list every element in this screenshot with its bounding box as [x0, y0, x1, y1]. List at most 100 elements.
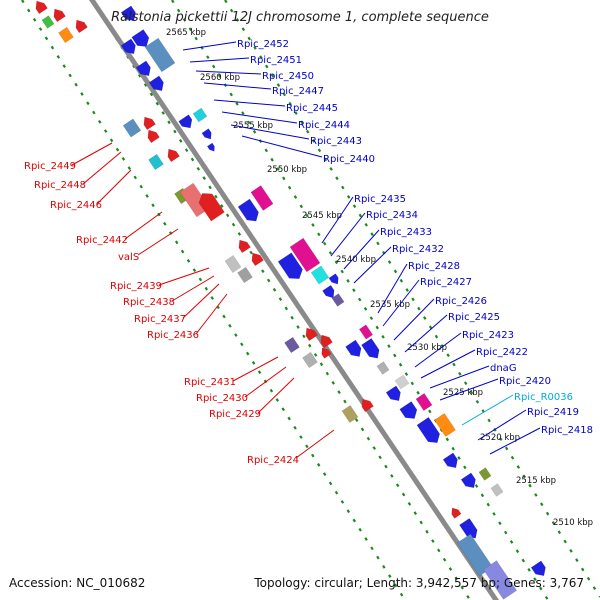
forward-gene[interactable] — [345, 339, 365, 360]
reverse-gene[interactable] — [141, 114, 156, 131]
reverse-gene[interactable] — [33, 0, 48, 15]
reverse-gene[interactable] — [41, 15, 55, 29]
connector-line — [429, 365, 490, 389]
gene-label[interactable]: Rpic_2449 — [24, 161, 76, 172]
forward-gene[interactable] — [144, 37, 176, 73]
forward-gene[interactable] — [206, 142, 216, 153]
reverse-gene[interactable] — [303, 325, 318, 342]
reverse-gene[interactable] — [165, 146, 180, 163]
gene-label[interactable]: Rpic_2438 — [123, 297, 175, 308]
reverse-gene[interactable] — [122, 118, 142, 138]
gene-label[interactable]: Rpic_2451 — [250, 55, 302, 66]
forward-gene[interactable] — [331, 293, 345, 307]
reverse-gene[interactable] — [196, 189, 225, 222]
gene-label[interactable]: Rpic_2419 — [527, 407, 579, 418]
gene-label[interactable]: Rpic_2422 — [476, 347, 528, 358]
gene-label[interactable]: Rpic_2423 — [462, 330, 514, 341]
forward-gene[interactable] — [456, 533, 494, 577]
connector-line — [330, 212, 366, 257]
gene-label[interactable]: Rpic_2436 — [147, 330, 199, 341]
gene-label[interactable]: Rpic_2440 — [323, 154, 375, 165]
reverse-gene[interactable] — [73, 17, 88, 34]
reverse-gene[interactable] — [51, 6, 66, 23]
gene-label[interactable]: Rpic_2429 — [209, 409, 261, 420]
forward-gene[interactable] — [376, 361, 390, 375]
connector-line — [489, 427, 541, 455]
forward-gene[interactable] — [482, 560, 518, 600]
gene-label[interactable]: Rpic_2450 — [262, 71, 314, 82]
kbp-tick: 2515 kbp — [516, 476, 556, 486]
gene-label[interactable]: Rpic_2437 — [134, 314, 186, 325]
gene-label-rna[interactable]: Rpic_R0036 — [514, 392, 573, 403]
forward-gene[interactable] — [322, 284, 338, 301]
gene-label[interactable]: Rpic_2427 — [420, 277, 472, 288]
gene-label[interactable]: Rpic_2446 — [50, 200, 102, 211]
gene-label[interactable]: Rpic_2430 — [196, 393, 248, 404]
gene-label[interactable]: Rpic_2428 — [408, 261, 460, 272]
gene-label[interactable]: Rpic_2431 — [184, 377, 236, 388]
reverse-gene[interactable] — [449, 506, 462, 519]
forward-gene[interactable] — [250, 185, 274, 211]
reverse-gene[interactable] — [341, 405, 359, 423]
forward-gene[interactable] — [192, 107, 208, 123]
gene-label[interactable]: Rpic_2418 — [541, 425, 593, 436]
forward-gene[interactable] — [399, 401, 421, 422]
reverse-gene[interactable] — [148, 153, 164, 171]
gene-label[interactable]: Rpic_2448 — [34, 180, 86, 191]
forward-gene[interactable] — [237, 198, 262, 225]
gene-label[interactable]: Rpic_2443 — [310, 136, 362, 147]
reverse-gene[interactable] — [249, 250, 264, 267]
forward-gene[interactable] — [135, 60, 154, 79]
gene-label[interactable]: Rpic_2439 — [110, 281, 162, 292]
forward-gene[interactable] — [490, 483, 504, 497]
reverse-gene[interactable] — [284, 336, 300, 354]
gene-label[interactable]: Rpic_2442 — [76, 235, 128, 246]
kbp-tick: 2545 kbp — [302, 211, 342, 221]
gene-label[interactable]: Rpic_2420 — [499, 376, 551, 387]
gene-label[interactable]: Rpic_2452 — [237, 39, 289, 50]
forward-gene[interactable] — [442, 452, 461, 471]
forward-gene[interactable] — [328, 273, 341, 287]
gene-label[interactable]: Rpic_2445 — [286, 103, 338, 114]
reverse-gene[interactable] — [145, 127, 160, 144]
forward-gene[interactable] — [361, 338, 382, 361]
gene-label[interactable]: Rpic_2434 — [366, 210, 418, 221]
gene-label[interactable]: Rpic_2432 — [392, 244, 444, 255]
forward-gene[interactable] — [394, 374, 410, 390]
forward-gene[interactable] — [131, 29, 153, 50]
reverse-gene[interactable] — [58, 26, 74, 44]
forward-gene[interactable] — [201, 128, 214, 142]
forward-gene[interactable] — [415, 393, 433, 411]
gene-label[interactable]: Rpic_2447 — [272, 86, 324, 97]
reverse-gene[interactable] — [224, 255, 242, 273]
gene-label[interactable]: dnaG — [490, 363, 517, 374]
reverse-gene[interactable] — [237, 266, 253, 284]
forward-gene[interactable] — [289, 237, 321, 273]
reverse-gene[interactable] — [318, 332, 333, 349]
forward-gene[interactable] — [478, 467, 492, 481]
forward-gene[interactable] — [120, 38, 139, 57]
gene-label[interactable]: Rpic_2425 — [448, 312, 500, 323]
forward-gene[interactable] — [460, 472, 479, 491]
gene-label[interactable]: Rpic_2433 — [380, 227, 432, 238]
forward-gene[interactable] — [120, 5, 139, 24]
forward-gene[interactable] — [385, 385, 404, 404]
reverse-gene[interactable] — [236, 237, 251, 254]
forward-gene[interactable] — [310, 265, 330, 285]
forward-gene[interactable] — [178, 114, 196, 132]
reverse-gene[interactable] — [319, 346, 332, 359]
gene-label[interactable]: Rpic_2444 — [298, 120, 350, 131]
connector-line — [244, 366, 287, 398]
forward-gene[interactable] — [434, 413, 456, 437]
gene-label[interactable]: Rpic_2426 — [435, 296, 487, 307]
forward-gene[interactable] — [277, 252, 306, 284]
forward-gene[interactable] — [416, 416, 443, 446]
gene-label[interactable]: valS — [118, 252, 139, 263]
reverse-gene[interactable] — [359, 396, 374, 413]
gene-label[interactable]: Rpic_2424 — [247, 455, 299, 466]
gene-label[interactable]: Rpic_2435 — [354, 194, 406, 205]
forward-gene[interactable] — [530, 560, 549, 579]
reverse-gene[interactable] — [302, 351, 318, 369]
forward-gene[interactable] — [148, 75, 167, 94]
forward-gene[interactable] — [358, 324, 374, 340]
